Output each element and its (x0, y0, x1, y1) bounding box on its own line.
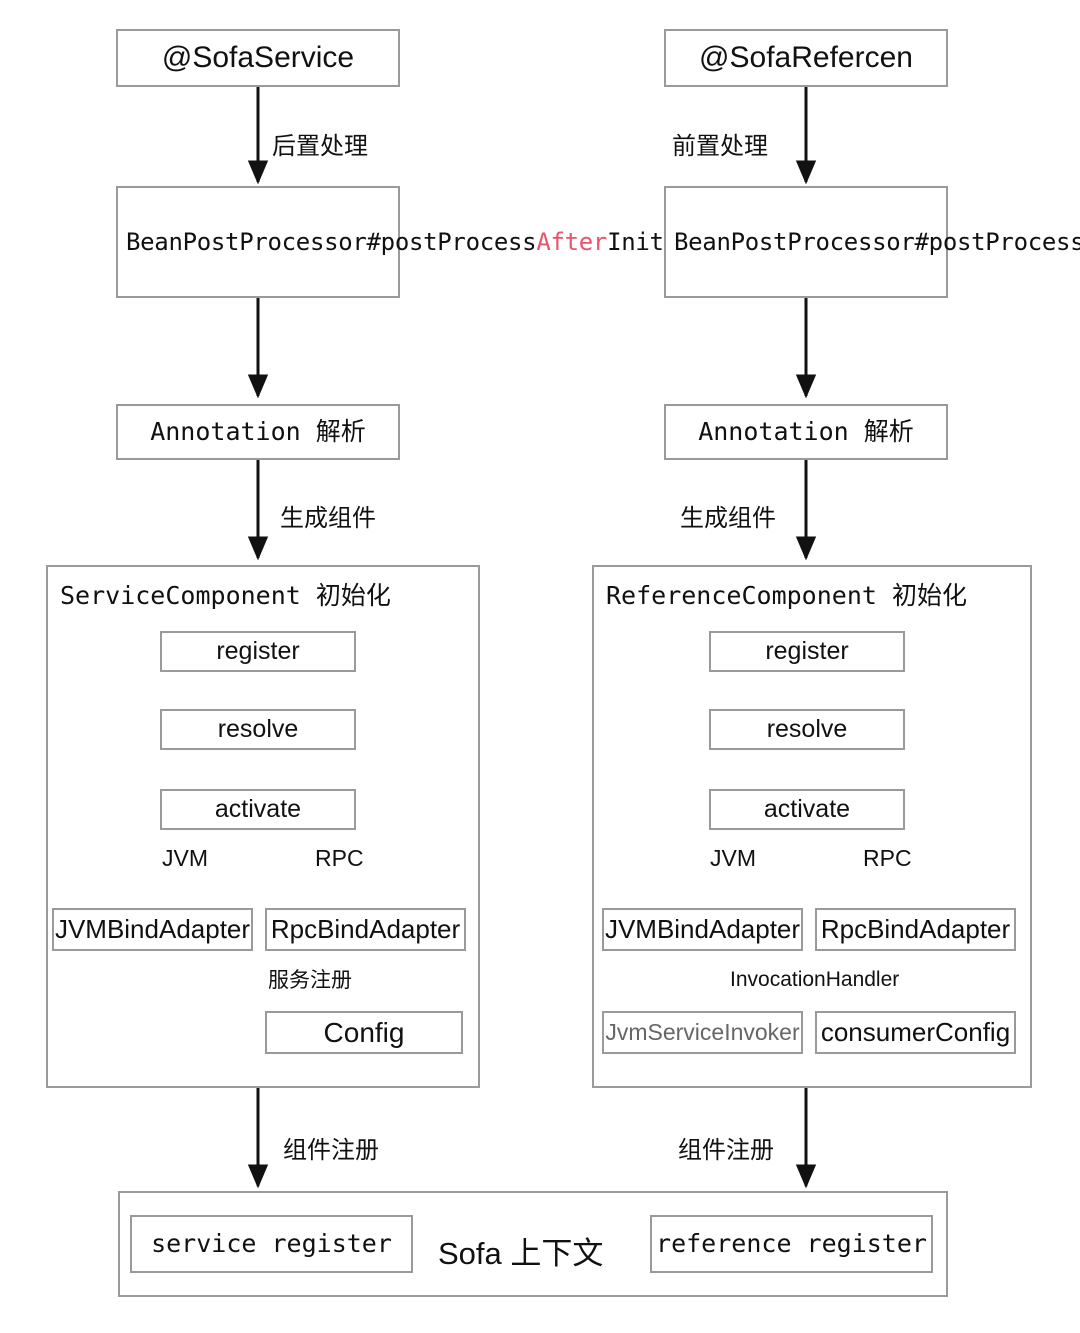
edge-label-post-process: 后置处理 (272, 133, 368, 160)
branch-label-rpc-left: RPC (315, 845, 364, 871)
node-jvm-service-invoker[interactable]: JvmServiceInvoker (602, 1011, 803, 1054)
step-register-left[interactable]: register (160, 631, 356, 672)
node-bean-post-processor-after[interactable]: BeanPostProcessor#postProcessAfterInitia… (116, 186, 805, 298)
edge-label-generate-component-left: 生成组件 (280, 505, 376, 532)
node-sofa-service[interactable]: @SofaService (116, 29, 400, 87)
node-annotation-parse-left-label: Annotation 解析 (150, 417, 366, 447)
step-resolve-left[interactable]: resolve (160, 709, 356, 750)
container-service-component-title: ServiceComponent 初始化 (60, 581, 391, 610)
branch-label-jvm-left: JVM (162, 845, 208, 871)
node-sofa-reference-label: @SofaRefercen (699, 41, 913, 75)
step-register-right[interactable]: register (709, 631, 905, 672)
bpp-before-prefix: BeanPostProcessor#postProcess (674, 227, 1080, 256)
bpp-after-prefix: BeanPostProcessor#postProcess (126, 227, 537, 256)
edge-label-invocation-handler: InvocationHandler (730, 968, 900, 991)
edge-label-component-register-left: 组件注册 (283, 1137, 379, 1164)
node-rpc-bind-adapter-right[interactable]: RpcBindAdapter (815, 908, 1016, 951)
bpp-after-highlight: After (536, 227, 608, 256)
node-rpc-bind-adapter-left[interactable]: RpcBindAdapter (265, 908, 466, 951)
step-resolve-right[interactable]: resolve (709, 709, 905, 750)
node-bean-post-processor-before[interactable]: BeanPostProcessor#postProcessBeforeIniti… (664, 186, 1080, 298)
step-activate-left[interactable]: activate (160, 789, 356, 830)
node-consumer-config[interactable]: consumerConfig (815, 1011, 1016, 1054)
node-config[interactable]: Config (265, 1011, 463, 1054)
node-jvm-bind-adapter-right[interactable]: JVMBindAdapter (602, 908, 803, 951)
step-activate-right[interactable]: activate (709, 789, 905, 830)
node-annotation-parse-right[interactable]: Annotation 解析 (664, 404, 948, 460)
branch-label-rpc-right: RPC (863, 845, 912, 871)
sofa-context-title: Sofa 上下文 (438, 1236, 604, 1271)
node-reference-register[interactable]: reference register (650, 1215, 933, 1273)
node-annotation-parse-left[interactable]: Annotation 解析 (116, 404, 400, 460)
node-jvm-bind-adapter-left[interactable]: JVMBindAdapter (52, 908, 253, 951)
node-bpp-before-text: BeanPostProcessor#postProcessBeforeIniti… (674, 228, 1080, 256)
edge-label-pre-process: 前置处理 (672, 133, 768, 160)
node-annotation-parse-right-label: Annotation 解析 (698, 417, 914, 447)
edge-label-generate-component-right: 生成组件 (680, 505, 776, 532)
edge-label-component-register-right: 组件注册 (678, 1137, 774, 1164)
container-reference-component-title: ReferenceComponent 初始化 (606, 581, 967, 610)
edge-label-service-register: 服务注册 (268, 969, 352, 992)
node-sofa-reference[interactable]: @SofaRefercen (664, 29, 948, 87)
node-sofa-service-label: @SofaService (161, 41, 355, 75)
node-service-register[interactable]: service register (130, 1215, 413, 1273)
branch-label-jvm-right: JVM (710, 845, 756, 871)
